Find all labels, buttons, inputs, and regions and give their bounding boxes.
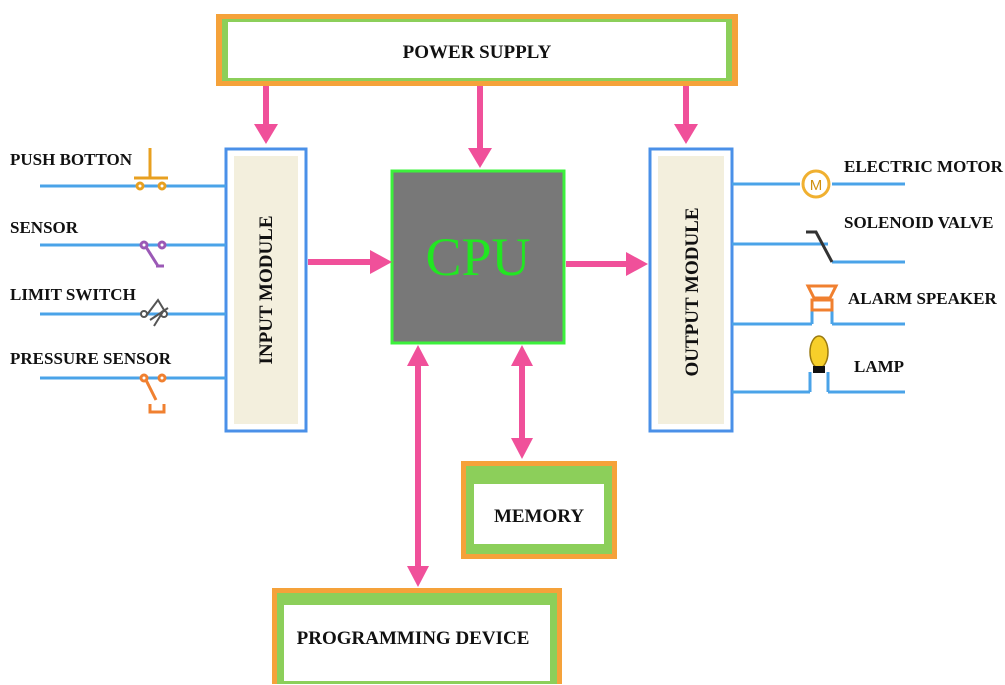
sensor-icon — [139, 240, 167, 268]
limit-switch-icon — [140, 298, 169, 327]
power-arrows — [254, 86, 698, 168]
output-label-electric-motor: ELECTRIC MOTOR — [844, 157, 1004, 176]
input-module-label: INPUT MODULE — [256, 215, 277, 364]
flow-arrows — [308, 250, 648, 276]
cpu-block: CPU — [390, 169, 566, 345]
input-wires — [40, 184, 226, 380]
push-button-icon — [134, 148, 168, 191]
output-label-solenoid-valve: SOLENOID VALVE — [844, 213, 993, 232]
svg-text:M: M — [810, 177, 823, 194]
output-wires — [732, 182, 905, 394]
output-module-block: OUTPUT MODULE — [648, 147, 734, 433]
output-module-label: OUTPUT MODULE — [682, 207, 703, 376]
power-supply-block: POWER SUPPLY — [216, 14, 738, 86]
output-label-alarm-speaker: ALARM SPEAKER — [848, 289, 997, 308]
memory-label: MEMORY — [494, 506, 584, 527]
alarm-speaker-icon — [805, 284, 839, 312]
pressure-sensor-icon — [139, 373, 167, 414]
solenoid-valve-icon — [806, 230, 834, 263]
input-label-sensor: SENSOR — [10, 218, 79, 237]
cpu-label: CPU — [425, 227, 530, 287]
output-label-lamp: LAMP — [854, 357, 904, 376]
lamp-icon — [809, 335, 829, 373]
power-supply-label: POWER SUPPLY — [403, 42, 552, 63]
input-label-limit-switch: LIMIT SWITCH — [10, 285, 136, 304]
input-module-block: INPUT MODULE — [224, 147, 308, 433]
programming-device-block: PROGRAMMING DEVICE — [272, 588, 562, 684]
input-label-pressure-sensor: PRESSURE SENSOR — [10, 349, 172, 368]
bidirectional-arrows — [407, 345, 533, 587]
input-label-push-button: PUSH BOTTON — [10, 150, 133, 169]
programming-device-label: PROGRAMMING DEVICE — [297, 628, 530, 649]
memory-block: MEMORY — [461, 461, 617, 559]
electric-motor-icon: M — [801, 169, 831, 199]
